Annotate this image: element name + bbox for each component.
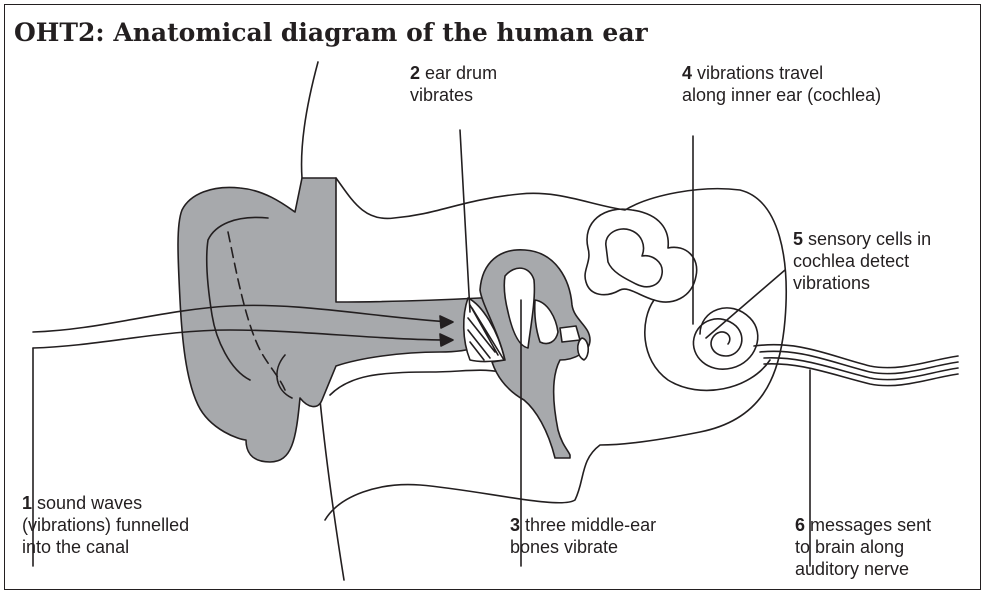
- label-text: bones vibrate: [510, 536, 656, 558]
- ossicle-stapes: [560, 326, 580, 342]
- label-number: 6: [795, 515, 805, 535]
- canal-floor-bone: [330, 370, 500, 395]
- label-text: vibrations travel: [697, 63, 823, 83]
- label-text: auditory nerve: [795, 558, 931, 580]
- label-auditory-nerve: 6 messages sent to brain along auditory …: [795, 514, 931, 580]
- label-middle-ear-bones: 3 three middle-ear bones vibrate: [510, 514, 656, 558]
- diagram-title: OHT2: Anatomical diagram of the human ea…: [14, 18, 648, 47]
- label-sound-waves: 1 sound waves (vibrations) funnelled int…: [22, 492, 189, 558]
- label-text: sound waves: [37, 493, 142, 513]
- cochlea-duct: [645, 300, 770, 390]
- label-inner-ear: 4 vibrations travel along inner ear (coc…: [682, 62, 881, 106]
- oval-window: [578, 338, 589, 360]
- label-text: ear drum: [425, 63, 497, 83]
- head-outline-upper: [302, 62, 318, 178]
- label-number: 3: [510, 515, 520, 535]
- leader-line-5: [706, 270, 785, 338]
- semicircular-canals-inner: [606, 229, 662, 287]
- label-text: three middle-ear: [525, 515, 656, 535]
- semicircular-canals: [585, 209, 697, 302]
- auditory-nerve: [754, 345, 958, 386]
- label-text: vibrates: [410, 84, 497, 106]
- label-text: messages sent: [810, 515, 931, 535]
- label-number: 5: [793, 229, 803, 249]
- label-ear-drum: 2 ear drum vibrates: [410, 62, 497, 106]
- leader-line-2: [460, 130, 470, 312]
- label-text: vibrations: [793, 272, 931, 294]
- cochlea-spiral: [693, 308, 757, 369]
- label-text: along inner ear (cochlea): [682, 84, 881, 106]
- pinna: [178, 178, 502, 462]
- label-number: 2: [410, 63, 420, 83]
- label-number: 1: [22, 493, 32, 513]
- label-text: sensory cells in: [808, 229, 931, 249]
- label-text: cochlea detect: [793, 250, 931, 272]
- head-outline-lower: [320, 400, 344, 580]
- label-text: (vibrations) funnelled: [22, 514, 189, 536]
- label-text: into the canal: [22, 536, 189, 558]
- label-text: to brain along: [795, 536, 931, 558]
- label-sensory-cells: 5 sensory cells in cochlea detect vibrat…: [793, 228, 931, 294]
- label-number: 4: [682, 63, 692, 83]
